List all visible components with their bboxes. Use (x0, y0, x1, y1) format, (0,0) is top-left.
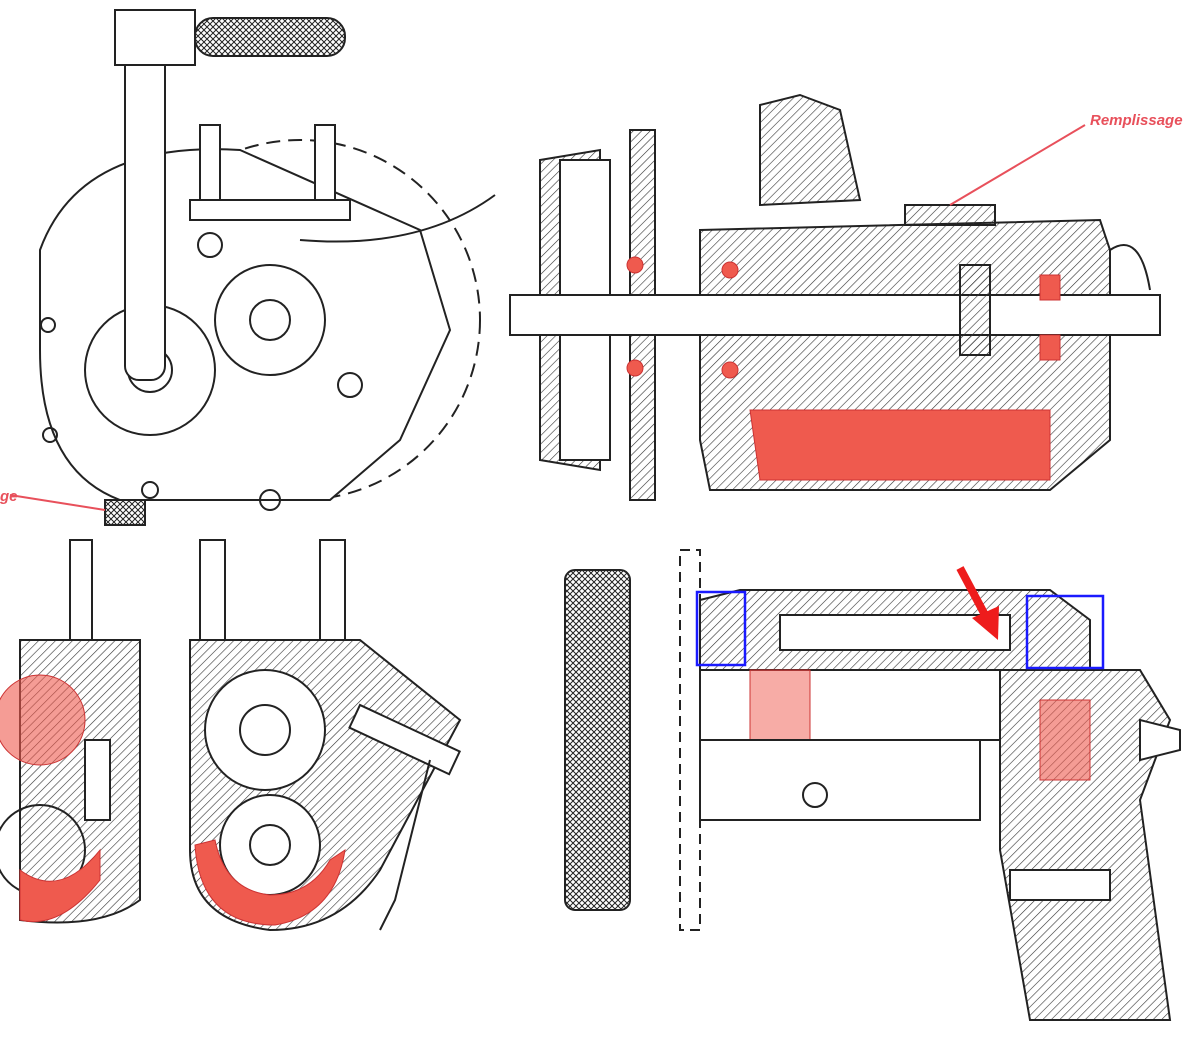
kickstart-pedal (194, 17, 346, 57)
control-cable (299, 194, 496, 243)
drain-label: ge (0, 488, 18, 505)
chain-sprocket (119, 139, 481, 501)
filling-label: Remplissage (1090, 112, 1183, 129)
side-view-kickstart (9, 9, 496, 526)
clutch-drum (564, 569, 631, 911)
main-shaft (509, 294, 1161, 336)
red-arrow-icon (956, 566, 999, 640)
kickstart-lever (124, 19, 166, 381)
highlight-box-left (695, 590, 747, 667)
cross-sections (0, 539, 462, 932)
drain-plug (104, 499, 146, 526)
plan-section (564, 549, 1181, 1021)
highlight-box-right (1025, 594, 1105, 670)
oil-bath (749, 409, 1051, 481)
longitudinal-section (509, 93, 1161, 501)
